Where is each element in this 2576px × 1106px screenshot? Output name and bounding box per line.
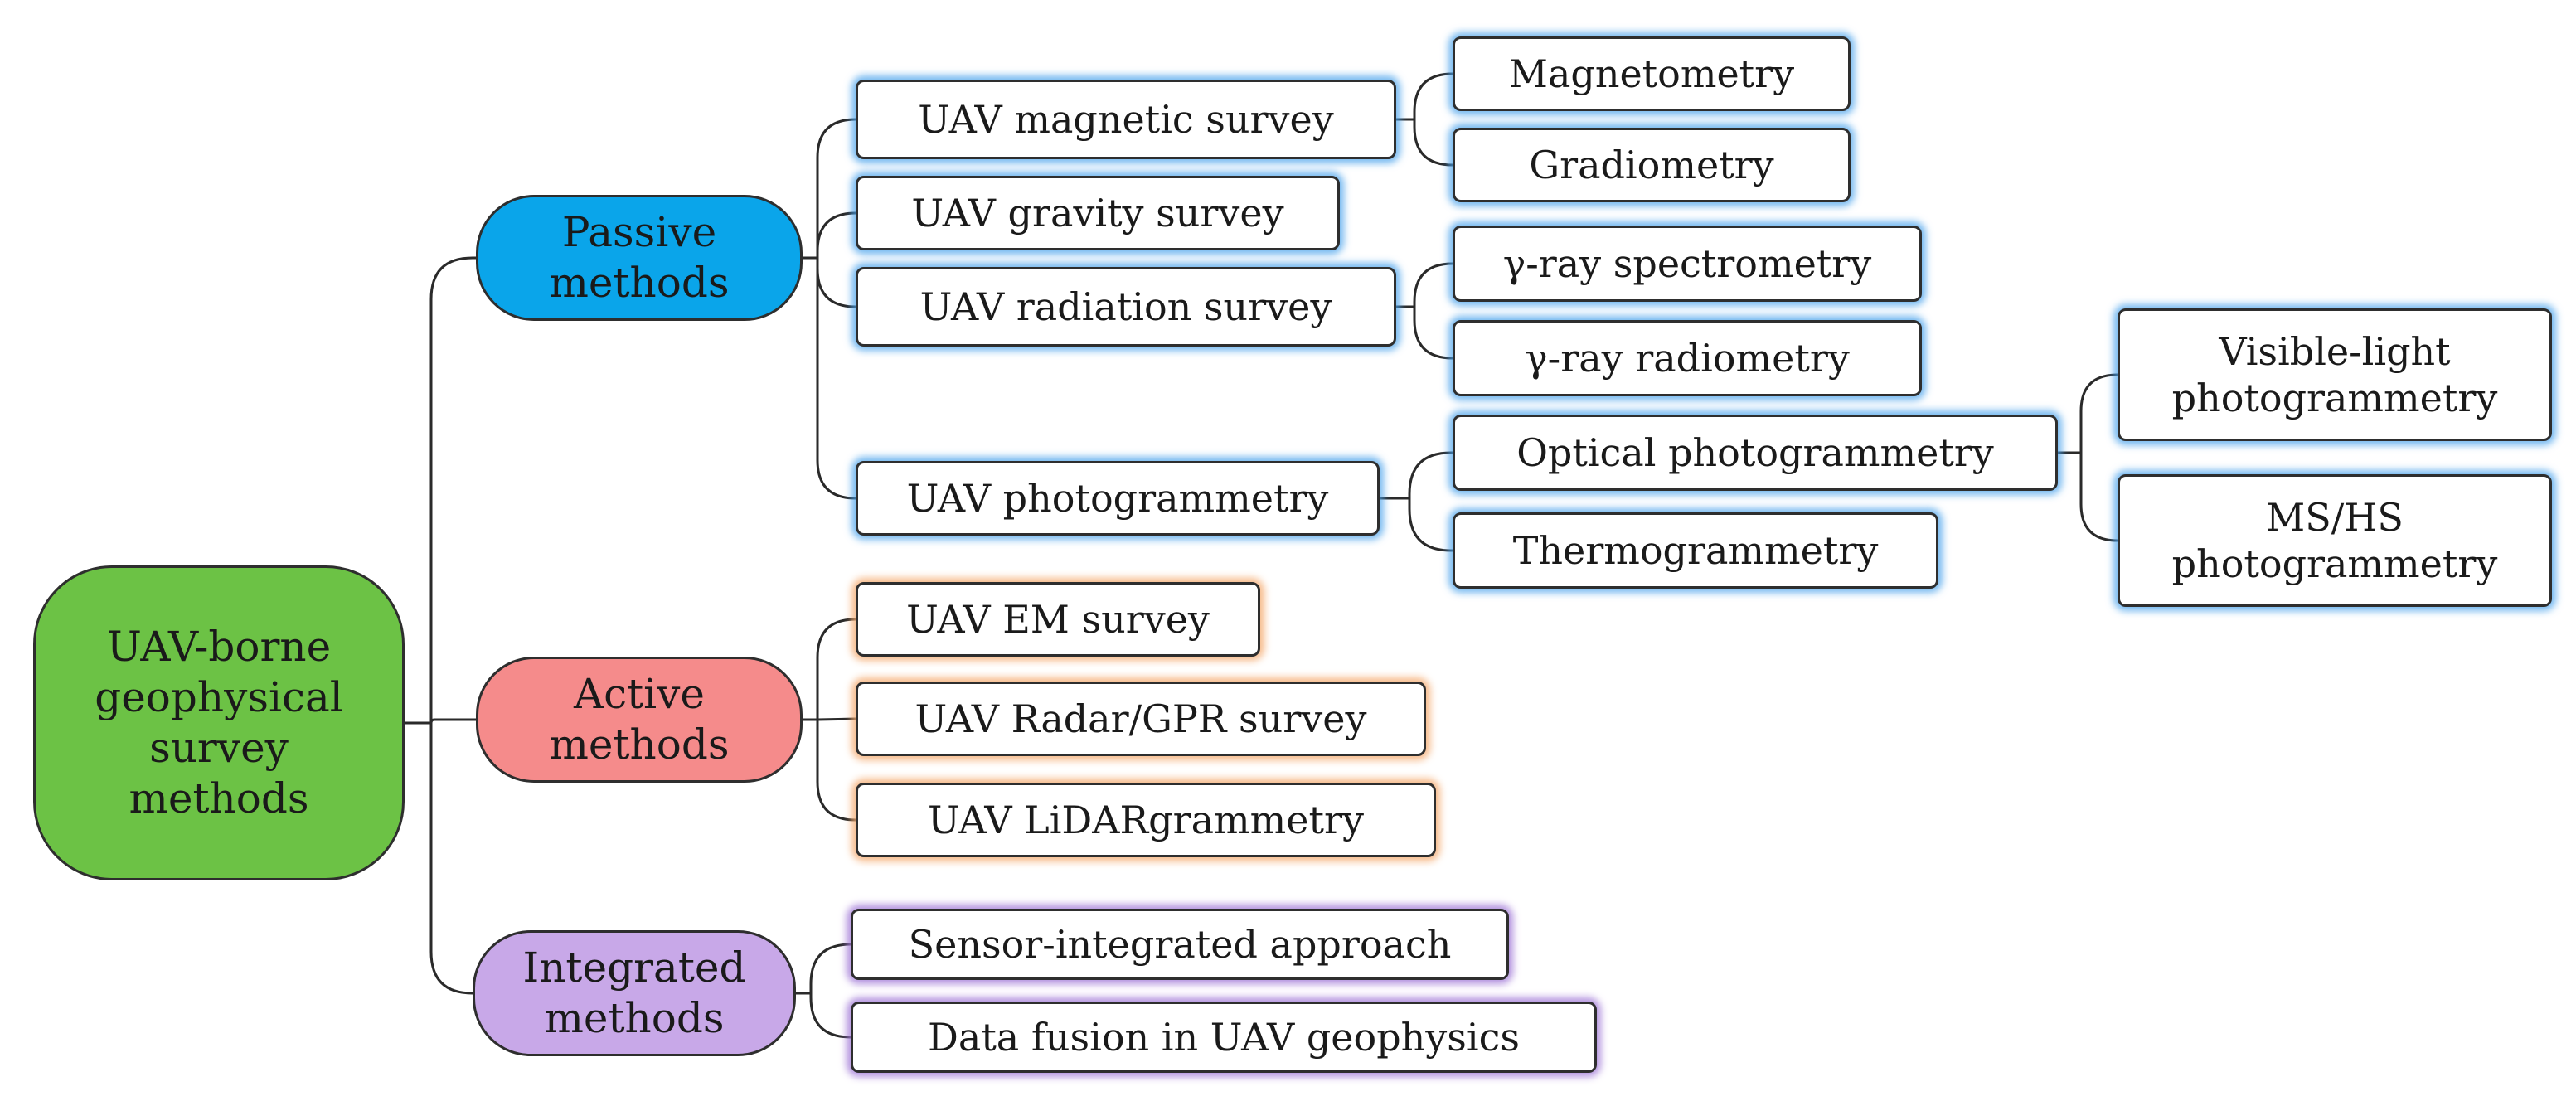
connector-n-optical-to-n-visible [2079,373,2118,453]
connector-n-rad-to-n-gspec [1413,262,1453,307]
method-uav-gravity-survey: UAV gravity survey [856,176,1340,250]
method-uav-radiation-survey: UAV radiation survey [856,267,1396,347]
category-passive-methods: Passive methods [476,195,803,321]
sub-gamma-ray-radiometry: γ-ray radiometry [1453,320,1922,396]
method-sensor-integrated-approach: Sensor-integrated approach [851,909,1509,980]
connector-n-optical-to-n-mshs [2079,453,2118,542]
connector-n-passive-to-n-photo [816,258,856,500]
method-uav-magnetic-survey: UAV magnetic survey [856,80,1396,159]
connector-n-root-to-n-integrated [429,723,473,995]
connector-n-active-to-n-em [816,618,856,720]
sub-ms-hs-photogrammetry: MS/HS photogrammetry [2118,474,2552,607]
connector-n-active-to-n-gpr [817,717,856,721]
sub-gradiometry: Gradiometry [1453,128,1851,202]
connector-n-passive-to-n-grav [816,211,856,258]
root-node: UAV-borne geophysical survey methods [33,565,405,880]
method-uav-radar-gpr-survey: UAV Radar/GPR survey [856,682,1426,756]
connector-n-photo-to-n-thermo [1408,498,1453,552]
method-uav-lidargrammetry: UAV LiDARgrammetry [856,783,1436,857]
connector-n-root-to-n-passive [429,256,476,723]
connector-n-rad-to-n-grad [1413,307,1453,360]
sub-optical-photogrammetry: Optical photogrammetry [1453,415,2058,491]
sub-visible-light-photogrammetry: Visible-light photogrammetry [2118,308,2552,441]
connector-n-integrated-to-n-fusion [809,993,851,1039]
sub-gamma-ray-spectrometry: γ-ray spectrometry [1453,226,1922,302]
category-integrated-methods: Integrated methods [473,930,796,1056]
connector-n-passive-to-n-rad [816,258,856,308]
category-active-methods: Active methods [476,657,803,783]
connector-n-mag-to-n-gradio [1413,119,1453,167]
method-data-fusion-in-uav-geophysics: Data fusion in UAV geophysics [851,1002,1597,1073]
connector-n-root-to-n-active [429,718,476,724]
sub-magnetometry: Magnetometry [1453,36,1851,111]
connector-n-passive-to-n-mag [816,118,856,258]
connector-n-integrated-to-n-sensor [809,943,851,993]
connector-n-mag-to-n-magneto [1413,72,1453,119]
method-uav-photogrammetry: UAV photogrammetry [856,461,1380,536]
connector-n-active-to-n-lidar [816,720,856,822]
connector-n-photo-to-n-optical [1408,451,1453,498]
method-uav-em-survey: UAV EM survey [856,582,1260,657]
sub-thermogrammetry: Thermogrammetry [1453,512,1938,589]
